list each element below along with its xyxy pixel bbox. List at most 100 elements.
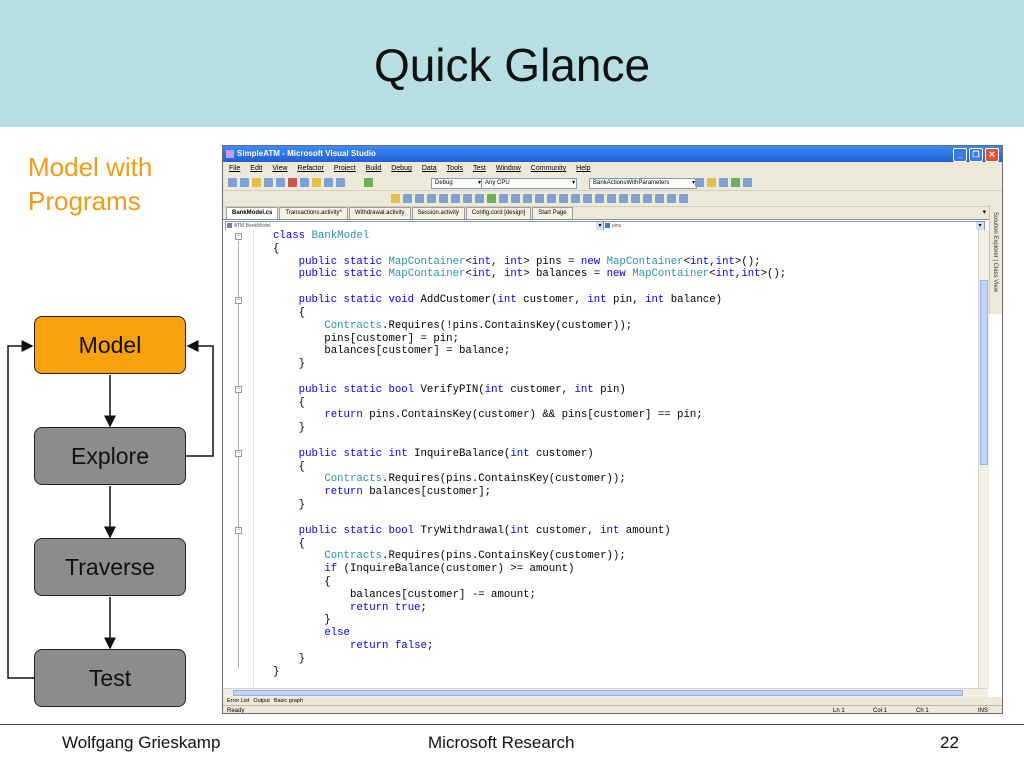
menu-community[interactable]: Community	[530, 165, 567, 172]
tab-basic-graph[interactable]: Basic graph	[273, 698, 303, 704]
menu-window[interactable]: Window	[495, 165, 521, 172]
type-selector-dropdown-icon[interactable]: ▾	[596, 222, 604, 230]
solution-explorer-icon[interactable]	[707, 178, 716, 187]
toolbar2-icon-14[interactable]	[547, 194, 556, 203]
code-editor[interactable]: − − − − − class BankModel{ public static…	[223, 230, 978, 688]
code-line	[273, 435, 786, 448]
new-project-icon[interactable]	[228, 178, 237, 187]
toolbar2-icon-21[interactable]	[631, 194, 640, 203]
solution-platform-select[interactable]: Any CPU	[481, 178, 577, 189]
status-bar: Ready Ln 1 Col 1 Ch 1 INS	[223, 705, 1002, 714]
toolbar2-icon-10[interactable]	[499, 194, 508, 203]
menu-file[interactable]: File	[229, 165, 241, 172]
tab-error-list[interactable]: Error List	[227, 698, 250, 704]
menu-debug[interactable]: Debug	[391, 165, 412, 172]
status-char: Ch 1	[916, 708, 929, 714]
solution-config-select[interactable]: Debug	[431, 178, 483, 189]
toolbar2-icon-7[interactable]	[463, 194, 472, 203]
cut-icon[interactable]	[288, 178, 297, 187]
toolbar2-icon-3[interactable]	[415, 194, 424, 203]
toolbar2-icon-6[interactable]	[451, 194, 460, 203]
start-debug-icon[interactable]	[364, 178, 373, 187]
tab-controls[interactable]: ▾ ✕	[982, 209, 994, 216]
code-navigation-bar: ATM.BankModel ▾ pins ▾	[223, 220, 1002, 232]
toolbox-icon[interactable]	[731, 178, 740, 187]
vertical-scroll-thumb[interactable]	[980, 280, 988, 465]
code-line: public static void AddCustomer(int custo…	[298, 294, 723, 307]
member-selector-dropdown-icon[interactable]: ▾	[976, 222, 984, 230]
toolbar2-icon-22[interactable]	[643, 194, 652, 203]
toolbar2-icon-2[interactable]	[403, 194, 412, 203]
minimize-icon[interactable]: _	[953, 148, 967, 162]
side-panel-tabs[interactable]: Solution Explorer | Class View	[989, 204, 1002, 314]
toolbar2-icon-9[interactable]	[487, 194, 496, 203]
editor-vertical-scrollbar[interactable]	[978, 230, 989, 688]
toolbar2-icon-20[interactable]	[619, 194, 628, 203]
menu-help[interactable]: Help	[576, 165, 591, 172]
paste-icon[interactable]	[312, 178, 321, 187]
toolbar2-icon-17[interactable]	[583, 194, 592, 203]
code-line: return true;	[349, 601, 427, 614]
redo-icon[interactable]	[336, 178, 345, 187]
add-item-icon[interactable]	[240, 178, 249, 187]
code-line	[273, 281, 786, 294]
tab-transactions[interactable]: Transactions.activity*	[279, 207, 348, 219]
fold-toggle-verifypin[interactable]: −	[235, 386, 242, 393]
open-file-icon[interactable]	[252, 178, 261, 187]
undo-icon[interactable]	[324, 178, 333, 187]
menu-build[interactable]: Build	[365, 165, 382, 172]
toolbar2-icon-1[interactable]	[391, 194, 400, 203]
toolbar2-icon-13[interactable]	[535, 194, 544, 203]
toolbar2-icon-18[interactable]	[595, 194, 604, 203]
editor-horizontal-scrollbar[interactable]	[223, 688, 988, 698]
code-text[interactable]: class BankModel{ public static MapContai…	[273, 230, 786, 678]
class-view-icon[interactable]	[743, 178, 752, 187]
tab-bankmodel[interactable]: BankModel.cs	[226, 207, 279, 219]
horizontal-scroll-thumb[interactable]	[233, 690, 963, 696]
menu-tools[interactable]: Tools	[446, 165, 464, 172]
toolbar2-icon-19[interactable]	[607, 194, 616, 203]
toolbar2-icon-15[interactable]	[559, 194, 568, 203]
properties-icon[interactable]	[719, 178, 728, 187]
toolbar2-icon-4[interactable]	[427, 194, 436, 203]
menu-view[interactable]: View	[272, 165, 288, 172]
tab-session[interactable]: Session.activity	[411, 207, 465, 219]
toolbar2-icon-8[interactable]	[475, 194, 484, 203]
fold-toggle-inquirebalance[interactable]: −	[235, 450, 242, 457]
menu-test[interactable]: Test	[473, 165, 486, 172]
copy-icon[interactable]	[300, 178, 309, 187]
code-line: {	[273, 537, 306, 550]
tab-start-page[interactable]: Start Page	[532, 207, 573, 219]
toolbar2-icon-11[interactable]	[511, 194, 520, 203]
toolbar2-icon-16[interactable]	[571, 194, 580, 203]
toolbar2-icon-5[interactable]	[439, 194, 448, 203]
vs-toolbar-1: Debug Any CPU BankActionsWithParameters	[223, 175, 1002, 191]
code-line: {	[273, 460, 306, 473]
find-icon[interactable]	[695, 178, 704, 187]
fold-toggle-addcustomer[interactable]: −	[235, 297, 242, 304]
code-line: pins[customer] = pin;	[273, 332, 459, 345]
target-select[interactable]: BankActionsWithParameters	[589, 178, 697, 189]
menu-data[interactable]: Data	[421, 165, 437, 172]
tab-output[interactable]: Output	[253, 698, 270, 704]
save-all-icon[interactable]	[276, 178, 285, 187]
toolbar2-icon-25[interactable]	[679, 194, 688, 203]
field-icon	[605, 223, 610, 228]
toolbar2-icon-23[interactable]	[655, 194, 664, 203]
code-line: balances[customer] -= amount;	[273, 588, 536, 601]
menu-edit[interactable]: Edit	[250, 165, 263, 172]
fold-toggle-trywithdrawal[interactable]: −	[235, 527, 242, 534]
save-icon[interactable]	[264, 178, 273, 187]
toolbar2-icon-12[interactable]	[523, 194, 532, 203]
code-line: }	[273, 499, 306, 512]
menu-refactor[interactable]: Refactor	[297, 165, 324, 172]
fold-toggle-class[interactable]: −	[235, 233, 242, 240]
side-panel-label[interactable]: Solution Explorer | Class View	[992, 212, 998, 293]
restore-icon[interactable]: ❐	[969, 148, 983, 162]
close-icon[interactable]: ✕	[985, 148, 999, 162]
tab-withdrawal[interactable]: Withdrawal.activity	[348, 207, 411, 219]
code-line: Contracts.Requires(pins.ContainsKey(cust…	[324, 550, 626, 563]
tab-config-cord[interactable]: Config.cord [design]	[465, 207, 532, 219]
menu-project[interactable]: Project	[333, 165, 356, 172]
toolbar2-icon-24[interactable]	[667, 194, 676, 203]
